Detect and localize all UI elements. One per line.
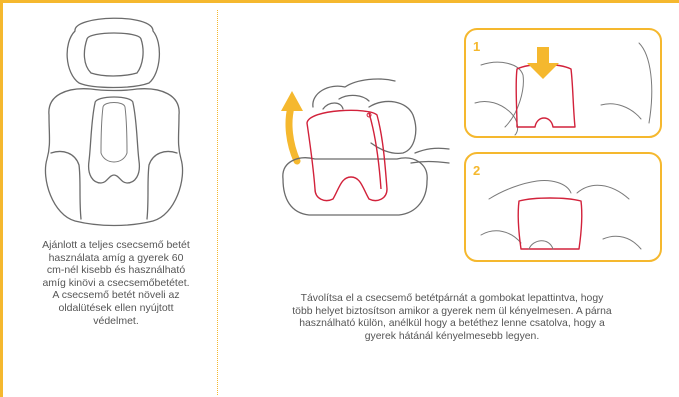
seat-removal-drawing	[283, 79, 449, 215]
left-panel: Ajánlott a teljes csecsemő betét használ…	[3, 3, 216, 397]
right-caption: Távolítsa el a csecsemő betétpárnát a go…	[237, 293, 667, 343]
step-2-number: 2	[473, 163, 480, 178]
column-divider	[217, 10, 218, 395]
infant-insert-icon	[3, 3, 216, 233]
step-2-panel	[465, 153, 661, 261]
arrow-up-icon	[281, 91, 303, 161]
left-caption: Ajánlott a teljes csecsemő betét használ…	[21, 239, 211, 327]
step-1-panel	[465, 29, 661, 137]
removal-illustration: 1 2	[219, 3, 679, 283]
right-panel: 1 2 Távolítsa el a csecsemő betétpárnát …	[219, 3, 679, 397]
step-1-number: 1	[473, 39, 480, 54]
